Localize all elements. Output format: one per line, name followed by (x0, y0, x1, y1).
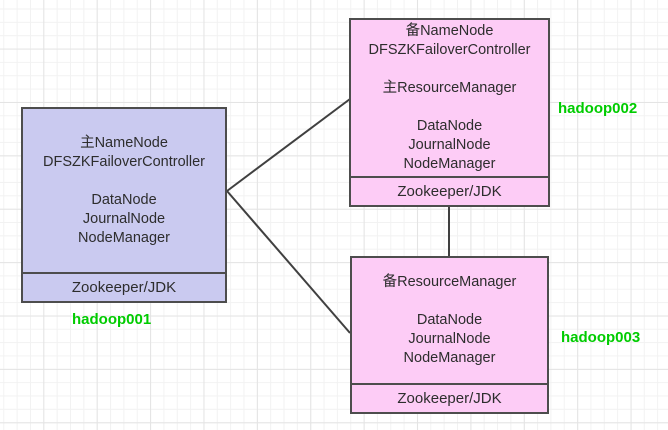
service-label: NodeManager (403, 156, 496, 172)
node-hadoop001-footer: Zookeeper/JDK (23, 272, 225, 301)
node-hadoop002-footer: Zookeeper/JDK (351, 176, 548, 205)
node-hadoop003-services: 备ResourceManager DataNode JournalNode No… (352, 258, 547, 383)
node-hadoop002[interactable]: 备NameNode DFSZKFailoverController 主Resou… (349, 18, 550, 207)
node-hadoop001-services: 主NameNode DFSZKFailoverController DataNo… (23, 109, 225, 272)
service-label: DFSZKFailoverController (368, 42, 531, 58)
service-label: 备NameNode (405, 23, 494, 39)
node-hadoop003-footer: Zookeeper/JDK (352, 383, 547, 412)
service-label-spacer (351, 98, 548, 117)
connector-hadoop001-hadoop003[interactable] (226, 190, 351, 334)
service-label: 主ResourceManager (382, 80, 517, 96)
service-label: NodeManager (78, 229, 170, 246)
service-label-spacer (351, 60, 548, 79)
service-label: 主NameNode (80, 134, 168, 151)
service-label: DataNode (91, 191, 157, 208)
service-label: NodeManager (403, 350, 496, 366)
service-label: DataNode (416, 118, 483, 134)
service-label: JournalNode (82, 210, 166, 227)
node-hadoop003[interactable]: 备ResourceManager DataNode JournalNode No… (350, 256, 549, 414)
service-label: DFSZKFailoverController (43, 153, 205, 170)
host-label-hadoop002: hadoop002 (558, 100, 638, 117)
service-label: DataNode (416, 312, 483, 328)
connector-hadoop001-hadoop002[interactable] (226, 98, 351, 192)
host-label-hadoop003: hadoop003 (561, 329, 641, 346)
service-label-spacer (352, 292, 547, 311)
node-hadoop002-services: 备NameNode DFSZKFailoverController 主Resou… (351, 20, 548, 176)
service-label: JournalNode (408, 331, 491, 347)
service-label-spacer (23, 172, 225, 191)
host-label-hadoop001: hadoop001 (72, 311, 152, 328)
service-label: JournalNode (408, 137, 491, 153)
node-hadoop001[interactable]: 主NameNode DFSZKFailoverController DataNo… (21, 107, 227, 303)
service-label: 备ResourceManager (382, 274, 517, 290)
